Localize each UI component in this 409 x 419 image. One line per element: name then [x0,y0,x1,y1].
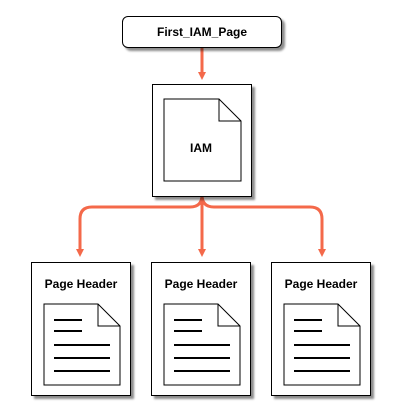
edge-iam-to-page-3 [200,182,326,257]
lined-document-icon [283,303,361,386]
root-node-label: First_IAM_Page [156,25,248,39]
lined-document-icon [43,303,121,386]
page-node-label: Page Header [44,277,118,291]
page-node-label: Page Header [164,277,238,291]
lined-document-icon [163,303,241,386]
document-icon: IAM [163,98,242,182]
root-node: First_IAM_Page [122,16,282,48]
page-node-2: Page Header [151,262,251,396]
iam-node: IAM [152,84,252,197]
iam-node-label: IAM [190,141,212,155]
page-node-3: Page Header [271,262,371,396]
page-node-1: Page Header [31,262,131,396]
page-node-label: Page Header [284,277,358,291]
